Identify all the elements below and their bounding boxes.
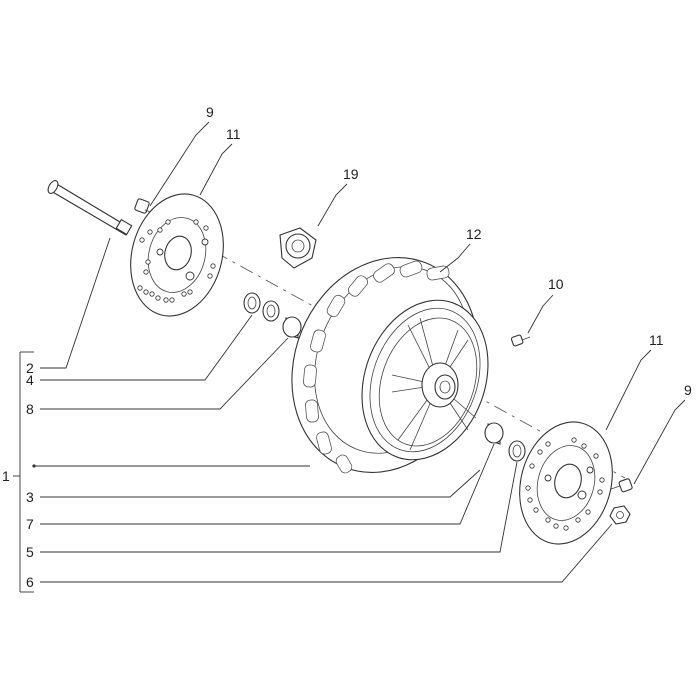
label-assembly: 1 bbox=[2, 468, 10, 484]
label-screw-right: 9 bbox=[684, 382, 692, 398]
axle-part bbox=[47, 180, 133, 236]
brake-disc-right-part bbox=[519, 421, 613, 545]
label-disc-left: 11 bbox=[226, 126, 241, 142]
spacer-left-part bbox=[282, 316, 302, 339]
wheel-rim-part bbox=[361, 299, 489, 461]
brake-disc-left-part bbox=[130, 193, 224, 317]
label-disc-right: 11 bbox=[649, 332, 664, 348]
assembly-bracket bbox=[13, 351, 34, 593]
label-bearing-right: 5 bbox=[26, 544, 34, 560]
label-wheel-rim: 3 bbox=[26, 489, 34, 505]
bearing-left-part bbox=[243, 292, 280, 322]
label-screw-valve: 10 bbox=[548, 276, 564, 292]
bearing-right-part bbox=[508, 440, 526, 462]
label-tyre: 12 bbox=[466, 226, 482, 242]
label-axle: 2 bbox=[26, 360, 34, 376]
label-spacer-left: 8 bbox=[26, 401, 34, 417]
spacer-right-part bbox=[484, 422, 504, 445]
label-speedo-drive: 19 bbox=[343, 166, 359, 182]
valve-screw-part bbox=[510, 334, 531, 347]
label-spacer-right: 7 bbox=[26, 516, 34, 532]
label-bearing-left: 4 bbox=[26, 372, 34, 388]
label-nut: 6 bbox=[26, 574, 34, 590]
leader-lines bbox=[32, 121, 686, 583]
label-screw-left: 9 bbox=[206, 104, 214, 120]
nut-part bbox=[609, 505, 631, 525]
speedo-drive-part bbox=[279, 227, 317, 269]
screw-right-part bbox=[610, 478, 633, 493]
